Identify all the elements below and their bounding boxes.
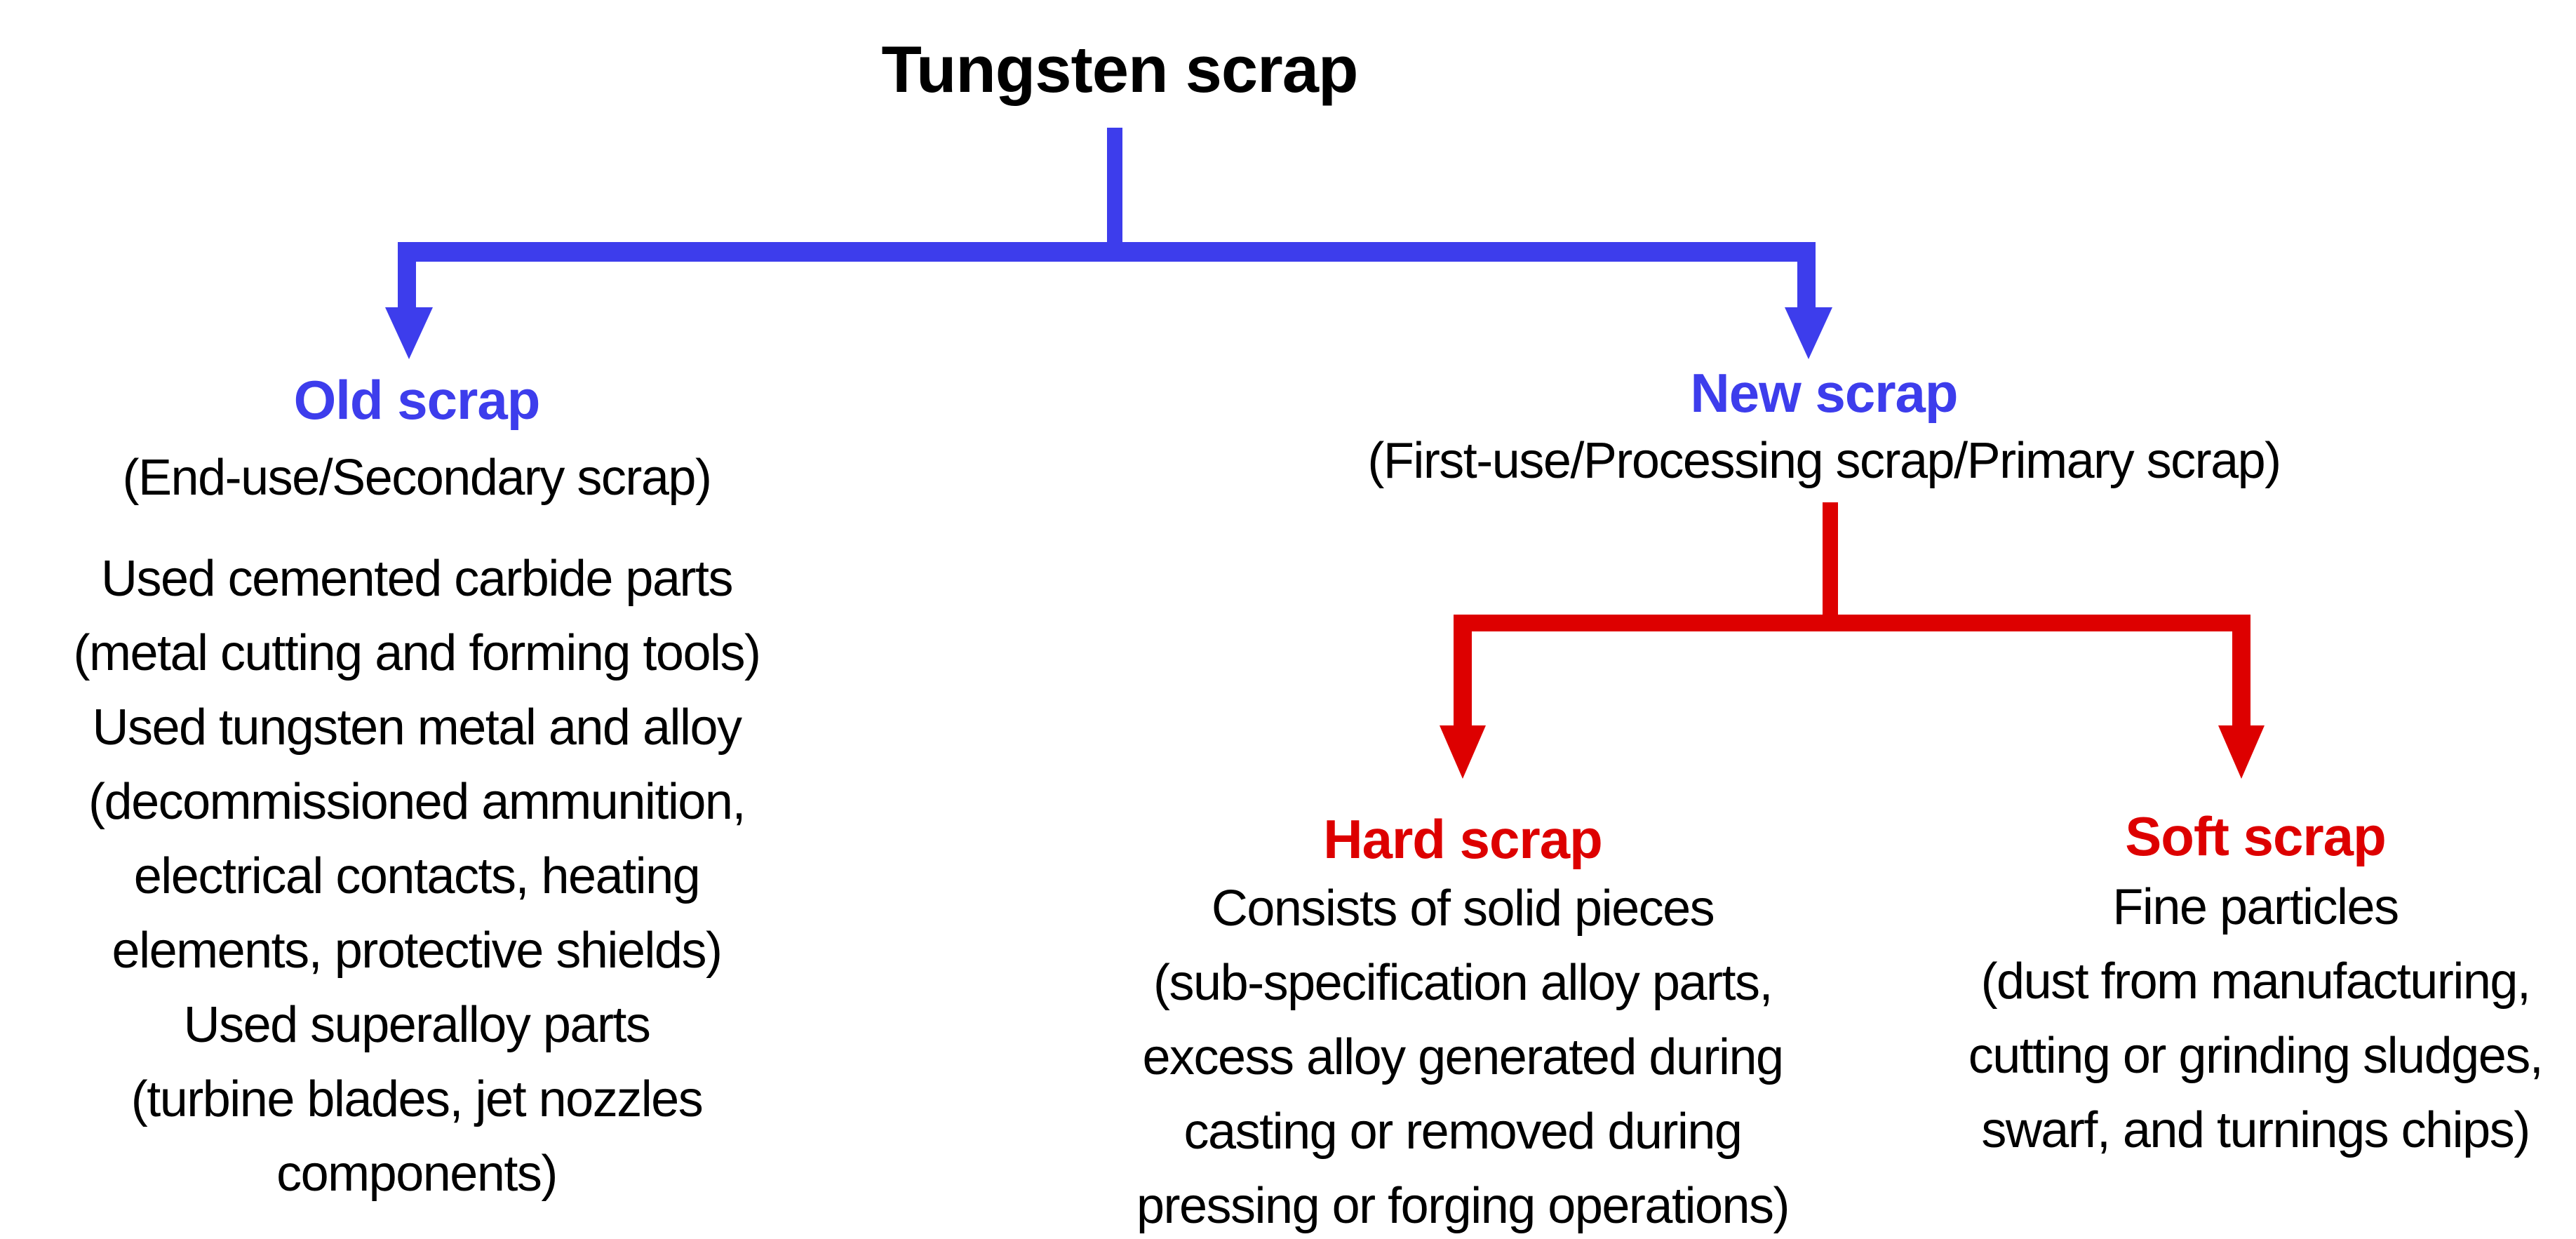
soft-scrap-arrow-down-icon [2218, 725, 2265, 779]
level2-connector-bar [1454, 615, 2250, 631]
hard-scrap-heading: Hard scrap [1323, 808, 1603, 870]
description-line: swarf, and turnings chips) [1981, 1102, 2530, 1158]
old-scrap-heading: Old scrap [293, 369, 541, 431]
description-line: (turbine blades, jet nozzles [130, 1071, 704, 1127]
description-line: Fine particles [2112, 879, 2399, 935]
description-line: (dust from manufacturing, [1980, 953, 2531, 1010]
old-scrap-arrow-down-icon [385, 307, 433, 359]
new-scrap-subtitle: (First-use/Processing scrap/Primary scra… [1367, 433, 2281, 489]
description-line: (decommissioned ammunition, [88, 774, 746, 830]
description-line: Used cemented carbide parts [101, 551, 734, 607]
description-line: electrical contacts, heating [133, 848, 701, 904]
root-connector-stem [1107, 128, 1122, 244]
description-line: components) [276, 1146, 558, 1202]
description-line: (sub-specification alloy parts, [1153, 955, 1773, 1011]
old-scrap-branch-line [398, 253, 416, 310]
soft-scrap-heading: Soft scrap [2125, 805, 2386, 867]
new-scrap-heading: New scrap [1690, 362, 1958, 424]
description-line: (metal cutting and forming tools) [73, 625, 761, 681]
hard-scrap-description: Consists of solid pieces (sub-specificat… [1077, 871, 1849, 1239]
description-line: pressing or forging operations) [1136, 1178, 1790, 1234]
soft-scrap-branch-line [2232, 630, 2250, 728]
old-scrap-subtitle: (End-use/Secondary scrap) [122, 450, 712, 506]
new-scrap-arrow-down-icon [1785, 307, 1832, 359]
description-line: excess alloy generated during [1142, 1029, 1784, 1085]
level1-connector-bar [398, 242, 1816, 262]
description-line: Consists of solid pieces [1211, 880, 1715, 937]
description-line: cutting or grinding sludges, [1968, 1028, 2544, 1084]
hard-scrap-branch-line [1454, 630, 1472, 728]
old-scrap-description: Used cemented carbide parts (metal cutti… [3, 542, 831, 1211]
hard-scrap-arrow-down-icon [1440, 725, 1486, 779]
diagram-title: Tungsten scrap [881, 32, 1359, 106]
description-line: Used tungsten metal and alloy [92, 699, 742, 756]
description-line: Used superalloy parts [183, 997, 651, 1053]
description-line: elements, protective shields) [112, 923, 723, 979]
new-scrap-connector-stem [1823, 502, 1838, 622]
description-line: casting or removed during [1183, 1104, 1743, 1160]
new-scrap-branch-line [1797, 253, 1816, 310]
soft-scrap-description: Fine particles (dust from manufacturing,… [1894, 870, 2576, 1167]
